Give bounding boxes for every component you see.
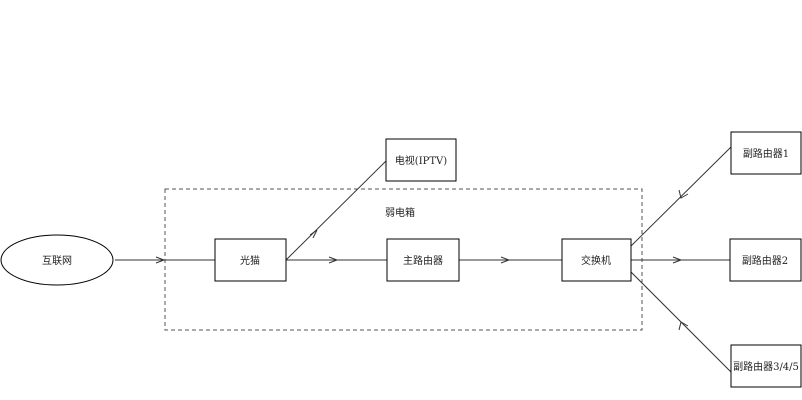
node-modem: 光猫 xyxy=(214,238,287,282)
sub-router-2-label: 副路由器2 xyxy=(742,254,788,267)
arrowhead-switch-sub-router-1 xyxy=(678,189,689,199)
sub-router-345-label: 副路由器3/4/5 xyxy=(733,360,799,373)
node-main-router: 主路由器 xyxy=(386,238,460,282)
arrowhead-switch-sub-router-2 xyxy=(672,256,683,264)
edges xyxy=(115,146,732,373)
edge-modem-tv xyxy=(285,160,387,261)
tv-box xyxy=(385,138,457,182)
arrowhead-main-router-switch xyxy=(500,256,511,264)
arrowhead-switch-sub-router-345 xyxy=(678,321,689,331)
node-sub-router-345: 副路由器3/4/5 xyxy=(730,344,802,388)
node-sub-router-2: 副路由器2 xyxy=(729,238,802,282)
arrowhead-modem-main-router xyxy=(328,256,339,264)
sub-router-345-box xyxy=(730,344,802,388)
sub-router-1-box xyxy=(730,131,802,175)
node-internet: 互联网 xyxy=(0,234,114,286)
tv-label: 电视(IPTV) xyxy=(395,154,447,167)
arrowhead-internet-modem xyxy=(155,256,166,264)
internet-ellipse xyxy=(0,234,114,286)
sub-router-2-box xyxy=(729,238,802,282)
modem-label: 光猫 xyxy=(240,254,260,267)
arrowhead-modem-tv xyxy=(309,229,318,239)
switch-box xyxy=(561,238,632,282)
sub-router-1-label: 副路由器1 xyxy=(743,147,789,160)
main-router-label: 主路由器 xyxy=(403,254,443,267)
internet-label: 互联网 xyxy=(42,255,72,267)
node-switch: 交换机 xyxy=(561,238,632,282)
node-tv: 电视(IPTV) xyxy=(385,138,457,182)
node-sub-router-1: 副路由器1 xyxy=(730,131,802,175)
weak-current-box-label: 弱电箱 xyxy=(385,206,415,219)
switch-label: 交换机 xyxy=(581,254,611,267)
modem-box xyxy=(214,238,287,282)
main-router-box xyxy=(386,238,460,282)
